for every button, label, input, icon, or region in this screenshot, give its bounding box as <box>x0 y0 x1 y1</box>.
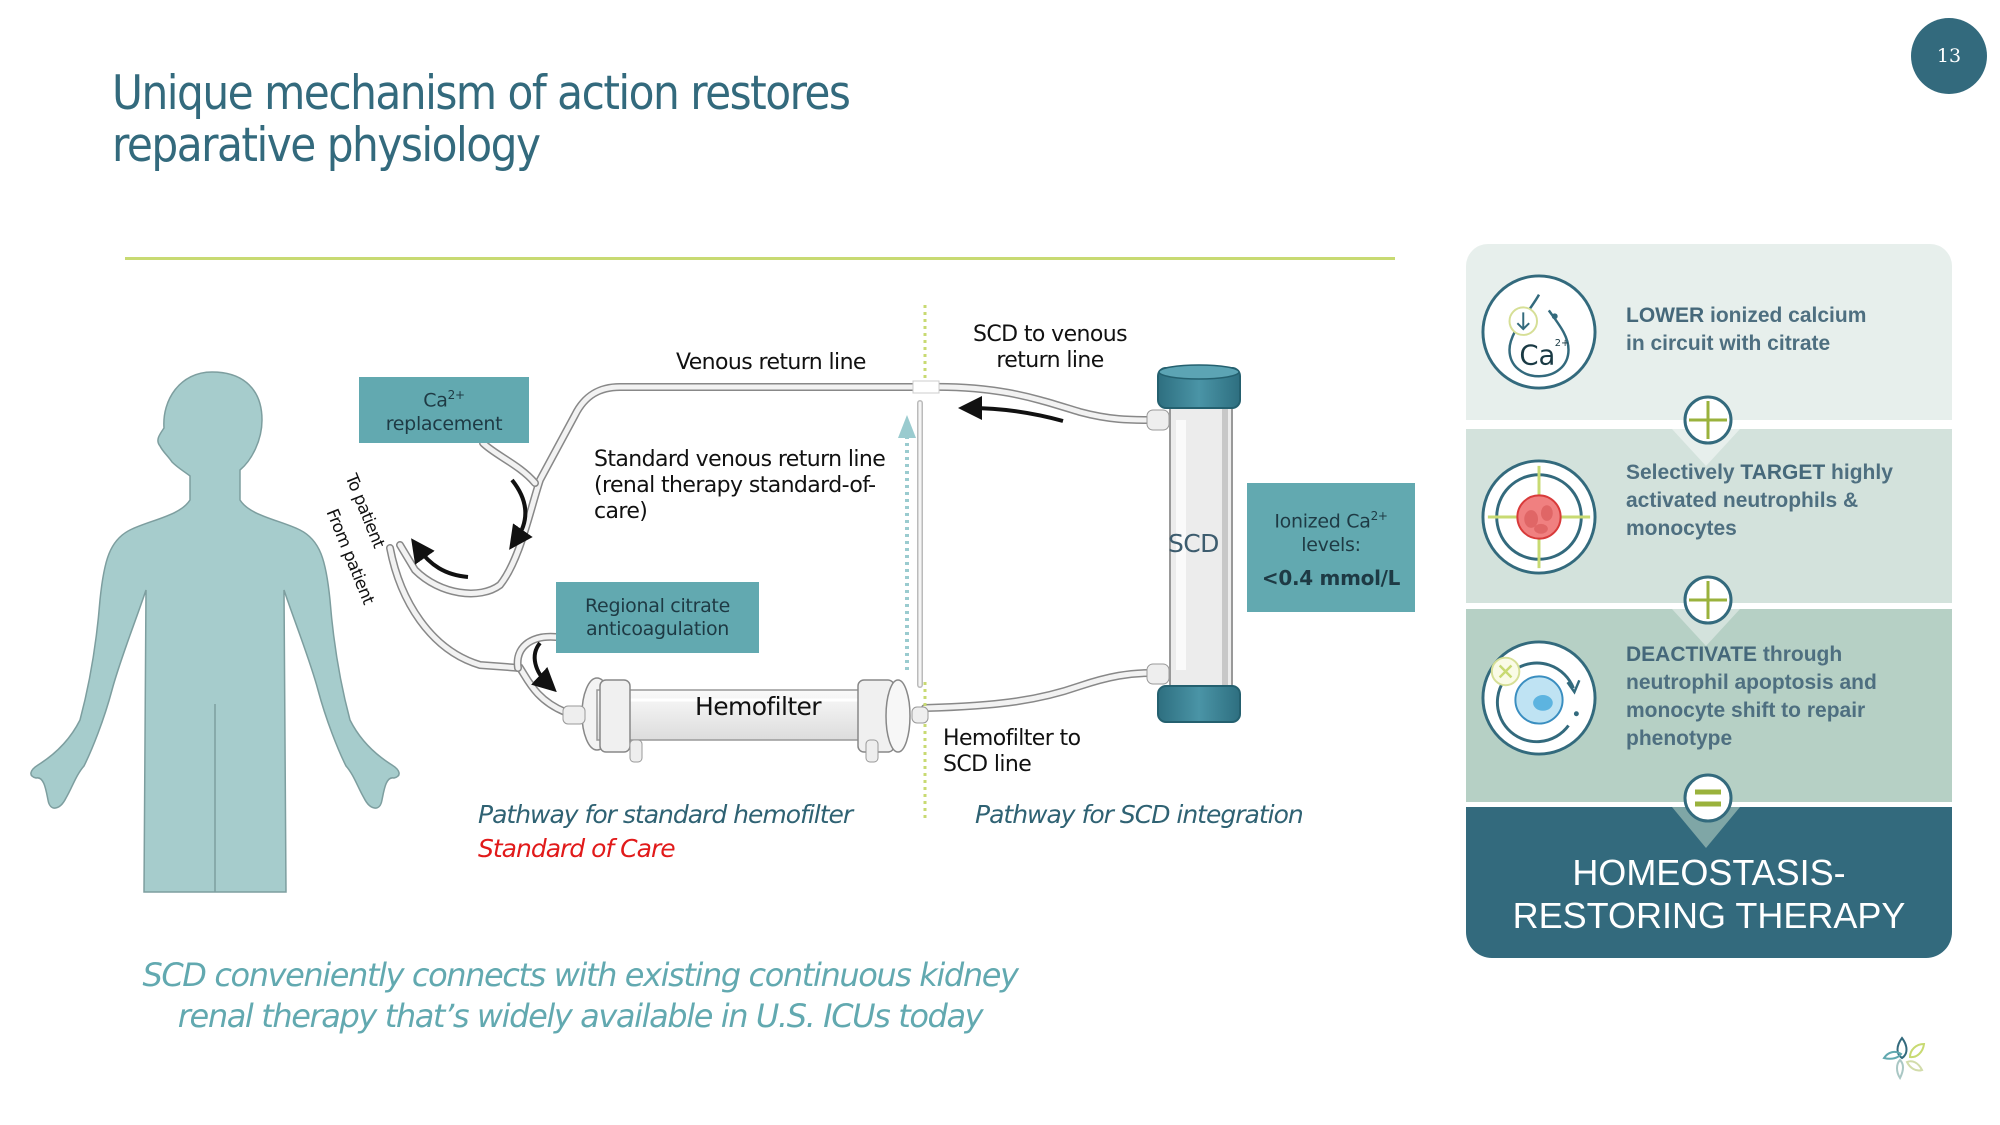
human-body-figure <box>30 371 400 893</box>
ionized-ca-prefix: Ionized Ca <box>1274 510 1371 533</box>
scd-to-venous-label: SCD to venous return line <box>950 322 1150 374</box>
standard-venous-label-line3: care) <box>594 499 648 524</box>
step-2-emphasis: TARGET <box>1740 461 1826 484</box>
bottom-note-line1: SCD conveniently connects with existing … <box>142 956 1018 994</box>
step-3-line3: monocyte shift to repair <box>1626 699 1866 722</box>
scd-device <box>1146 364 1241 723</box>
svg-text:Ca: Ca <box>1519 339 1555 371</box>
regional-citrate-line1: Regional citrate <box>585 594 730 617</box>
ionized-ca-line1: Ionized Ca2+ <box>1274 505 1388 533</box>
step-2-line3: monocytes <box>1626 517 1737 540</box>
pathway-standard-label: Pathway for standard hemofilter <box>478 800 853 829</box>
ca-ion: Ca <box>423 389 448 412</box>
scd-label: SCD <box>1168 529 1219 558</box>
step-lower-calcium: Ca 2+ LOWER ionized calcium in circuit w… <box>1466 244 1952 420</box>
result-text: HOMEOSTASIS- RESTORING THERAPY <box>1466 851 1952 937</box>
hemofilter-to-scd-label: Hemofilter to SCD line <box>943 726 1081 778</box>
company-logo-icon <box>1882 1036 1926 1080</box>
regional-citrate-line2: anticoagulation <box>585 617 730 640</box>
step-2-text: Selectively TARGET highly activated neut… <box>1626 459 1893 543</box>
standard-of-care-label: Standard of Care <box>478 834 676 863</box>
equals-icon <box>1683 773 1733 823</box>
page-number-badge: 13 <box>1911 18 1987 94</box>
slide-title: Unique mechanism of action restores repa… <box>112 66 851 173</box>
ca-replacement-text: replacement <box>385 412 503 435</box>
standard-flow-arrow <box>898 415 916 672</box>
step-3-text: DEACTIVATE through neutrophil apoptosis … <box>1626 641 1877 753</box>
svg-text:2+: 2+ <box>1555 338 1570 349</box>
step-1-line1: LOWER ionized calcium <box>1626 302 1866 330</box>
line-connector <box>912 380 940 394</box>
step-3-line1: DEACTIVATE through <box>1626 641 1877 669</box>
flow-arrow <box>509 478 533 550</box>
plus-icon <box>1683 575 1733 625</box>
step-3-emphasis: DEACTIVATE <box>1626 643 1758 666</box>
regional-citrate-box: Regional citrate anticoagulation <box>556 582 759 653</box>
result-line1: HOMEOSTASIS- <box>1572 852 1846 893</box>
standard-venous-label-line2: (renal therapy standard-of- <box>594 473 876 498</box>
standard-venous-return-label: Standard venous return line (renal thera… <box>594 447 886 525</box>
bottom-note-line2: renal therapy that’s widely available in… <box>177 997 984 1035</box>
step-2-line2: activated neutrophils & <box>1626 489 1859 512</box>
hemofilter-to-scd-line1: Hemofilter to <box>943 726 1081 751</box>
step-3-rest: through <box>1757 643 1843 666</box>
hemofilter-label: Hemofilter <box>695 692 822 721</box>
step-3-line2: neutrophil apoptosis and <box>1626 671 1877 694</box>
hemofilter-to-scd-line2: SCD line <box>943 752 1032 777</box>
plus-icon <box>1683 395 1733 445</box>
ionized-ca-box: Ionized Ca2+ levels: <0.4 mmol/L <box>1247 483 1415 612</box>
ionized-ca-value: <0.4 mmol/L <box>1261 565 1401 590</box>
bottom-note: SCD conveniently connects with existing … <box>130 955 1030 1037</box>
mechanism-panel: Ca 2+ LOWER ionized calcium in circuit w… <box>1466 244 1952 958</box>
step-3-line4: phenotype <box>1626 727 1733 750</box>
standard-venous-label-line1: Standard venous return line <box>594 447 886 472</box>
ca-replacement-box: Ca2+ replacement <box>359 377 529 443</box>
step-2-line1: Selectively TARGET highly <box>1626 459 1893 487</box>
flow-arrow <box>958 396 1064 423</box>
venous-return-line-label: Venous return line <box>676 350 866 375</box>
step-1-line2: in circuit with citrate <box>1626 332 1831 355</box>
step-2-rest: highly <box>1825 461 1893 484</box>
step-1-text: LOWER ionized calcium in circuit with ci… <box>1626 302 1866 358</box>
target-neutrophil-icon <box>1481 459 1597 575</box>
step-1-emphasis: LOWER <box>1626 304 1705 327</box>
ca-ion-line: Ca2+ <box>423 384 465 412</box>
pathway-scd-label: Pathway for SCD integration <box>975 800 1304 829</box>
flow-arrow <box>531 641 557 693</box>
scd-to-venous-label-line2: return line <box>996 348 1104 373</box>
hemofilter-cartridge <box>562 677 929 763</box>
deactivate-cell-icon <box>1481 640 1597 756</box>
ca-charge: 2+ <box>447 388 465 403</box>
slide-title-line-2: reparative physiology <box>112 118 541 173</box>
step-target-cells: Selectively TARGET highly activated neut… <box>1466 429 1952 603</box>
result-line2: RESTORING THERAPY <box>1512 895 1906 936</box>
title-divider <box>125 257 1395 260</box>
slide-title-line-1: Unique mechanism of action restores <box>112 66 851 121</box>
ionized-ca-charge: 2+ <box>1370 509 1388 524</box>
step-2-prefix: Selectively <box>1626 461 1741 484</box>
flow-arrow <box>411 538 469 579</box>
calcium-drop-icon: Ca 2+ <box>1481 274 1597 390</box>
step-1-rest: ionized calcium <box>1704 304 1867 327</box>
scd-to-venous-label-line1: SCD to venous <box>973 322 1128 347</box>
ionized-ca-line2: levels: <box>1301 533 1361 556</box>
